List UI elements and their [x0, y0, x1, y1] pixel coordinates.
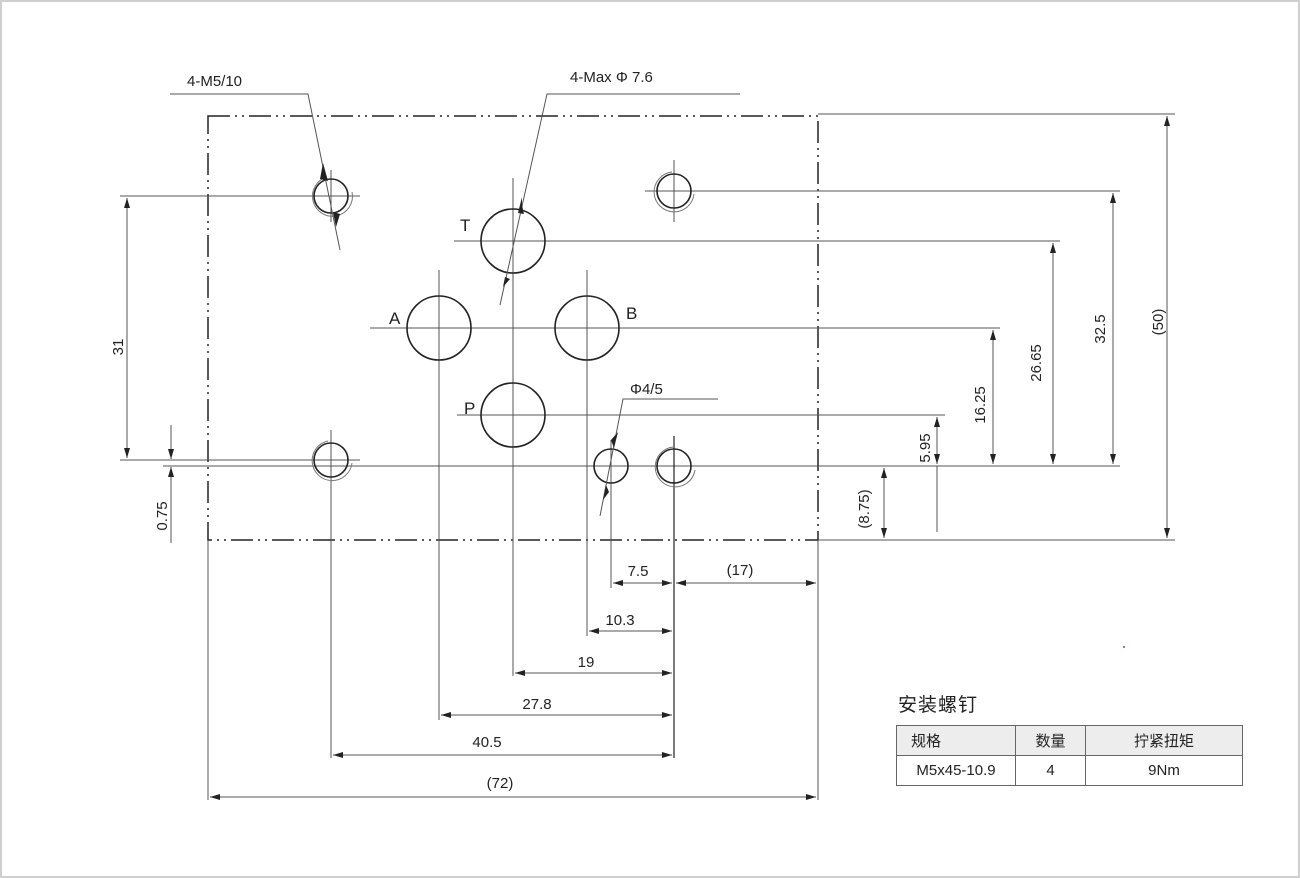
port-label-T: T	[460, 216, 470, 235]
port-A	[406, 295, 472, 361]
dim-16-25: 16.25	[972, 386, 989, 424]
table-header-row: 规格 数量 拧紧扭矩	[896, 725, 1243, 756]
port-label-B: B	[626, 304, 637, 323]
dim-17: (17)	[727, 562, 754, 579]
max-port-callout: 4-Max Φ 7.6	[570, 69, 653, 86]
dim-27-8: 27.8	[522, 696, 551, 713]
centerlines	[120, 113, 1175, 800]
header-spec: 规格	[896, 725, 1016, 756]
dimension-lines	[124, 116, 1170, 800]
dim-10-3: 10.3	[605, 612, 634, 629]
port-T	[480, 208, 546, 274]
dim-0-75: 0.75	[154, 501, 171, 530]
dim-32-5: 32.5	[1092, 314, 1109, 343]
port-label-P: P	[464, 399, 475, 418]
dim-72: (72)	[487, 775, 514, 792]
bolt-hole-top-left	[311, 176, 353, 217]
dim-8-75: (8.75)	[856, 489, 873, 528]
bolt-hole-bottom-left	[311, 440, 353, 482]
cell-quantity: 4	[1015, 755, 1086, 786]
port-B	[554, 295, 620, 361]
bolt-hole-top-right	[653, 171, 695, 213]
dim-5-95: 5.95	[917, 433, 934, 462]
table-row: M5x45-10.9 4 9Nm	[896, 755, 1243, 786]
dim-19: 19	[578, 654, 595, 671]
header-quantity: 数量	[1015, 725, 1086, 756]
dim-7-5: 7.5	[628, 563, 649, 580]
mounting-screws-title: 安装螺钉	[898, 694, 979, 716]
dim-26-65: 26.65	[1028, 344, 1045, 382]
bolt-hole-bottom-right	[654, 446, 696, 488]
pin-hole-callout: Φ4/5	[630, 381, 663, 398]
thread-callout: 4-M5/10	[187, 73, 242, 90]
dim-40-5: 40.5	[472, 734, 501, 751]
header-torque: 拧紧扭矩	[1085, 725, 1243, 756]
dim-50: (50)	[1150, 309, 1167, 336]
locating-pin-hole	[593, 448, 629, 484]
cell-spec: M5x45-10.9	[896, 755, 1016, 786]
port-label-A: A	[389, 309, 401, 328]
stray-mark	[1123, 646, 1125, 648]
port-P	[480, 382, 546, 448]
mounting-screws-table: 规格 数量 拧紧扭矩 M5x45-10.9 4 9Nm	[896, 725, 1243, 786]
dim-31: 31	[110, 339, 127, 356]
cell-torque: 9Nm	[1085, 755, 1243, 786]
holes	[311, 171, 696, 488]
leader-lines	[170, 93, 740, 517]
